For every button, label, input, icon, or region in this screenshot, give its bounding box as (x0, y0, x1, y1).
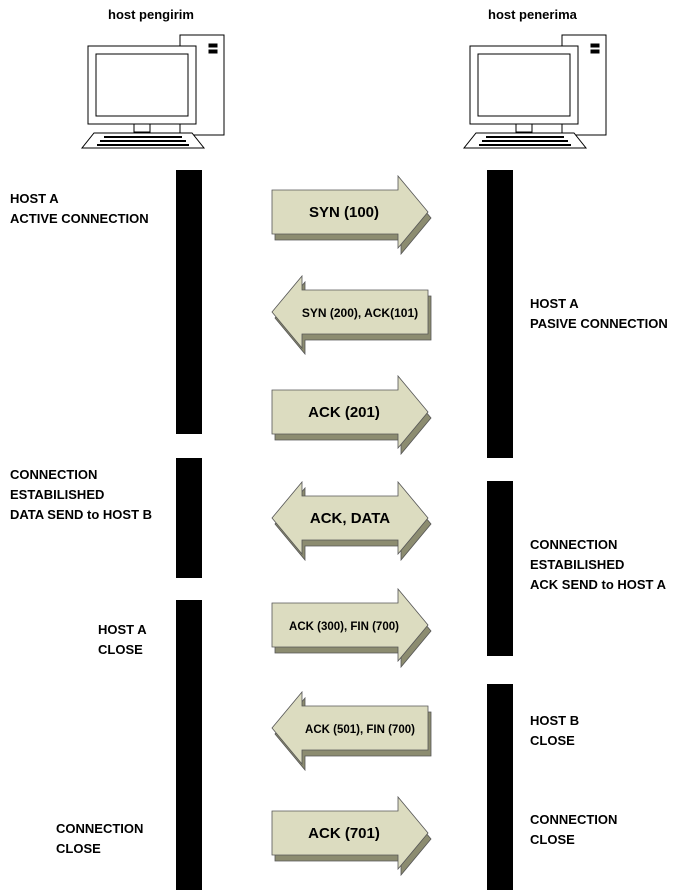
receiver-timeline-bar (487, 684, 513, 890)
sender-host-label: host pengirim (108, 7, 194, 22)
message-label: ACK (201) (308, 404, 380, 421)
connection-established-left-label: CONNECTION ESTABILISHED DATA SEND to HOS… (10, 467, 153, 522)
receiver-host-label: host penerima (488, 7, 577, 22)
message-label: ACK, DATA (310, 510, 390, 527)
sender-timeline-bar (176, 600, 202, 890)
receiver-timeline-bar (487, 170, 513, 458)
receiver-timeline-bar (487, 481, 513, 656)
message-arrow: ACK, DATA (271, 480, 432, 562)
message-arrow: ACK (300), FIN (700) (271, 587, 432, 669)
connection-close-left-label: CONNECTION CLOSE (56, 821, 144, 856)
desktop-computer-icon (80, 34, 225, 149)
message-arrow: SYN (200), ACK(101) (271, 274, 432, 356)
sender-timeline-bar (176, 170, 202, 434)
message-label: ACK (300), FIN (700) (289, 621, 399, 633)
desktop-computer-icon (462, 34, 607, 149)
message-arrow: SYN (100) (271, 174, 432, 256)
host-a-active-label: HOST A ACTIVE CONNECTION (10, 191, 149, 226)
host-a-close-label: HOST A CLOSE (98, 622, 147, 657)
host-a-passive-label: HOST A PASIVE CONNECTION (530, 296, 668, 331)
message-arrow: ACK (701) (271, 795, 432, 877)
message-label: ACK (501), FIN (700) (305, 724, 415, 736)
host-b-close-label: HOST B CLOSE (530, 713, 580, 748)
message-label: SYN (100) (309, 204, 379, 221)
message-label: ACK (701) (308, 825, 380, 842)
message-arrow: ACK (201) (271, 374, 432, 456)
message-arrow: ACK (501), FIN (700) (271, 690, 432, 772)
sender-timeline-bar (176, 458, 202, 578)
connection-close-right-label: CONNECTION CLOSE (530, 812, 618, 847)
message-label: SYN (200), ACK(101) (302, 306, 418, 320)
connection-established-right-label: CONNECTION ESTABILISHED ACK SEND to HOST… (530, 537, 667, 592)
